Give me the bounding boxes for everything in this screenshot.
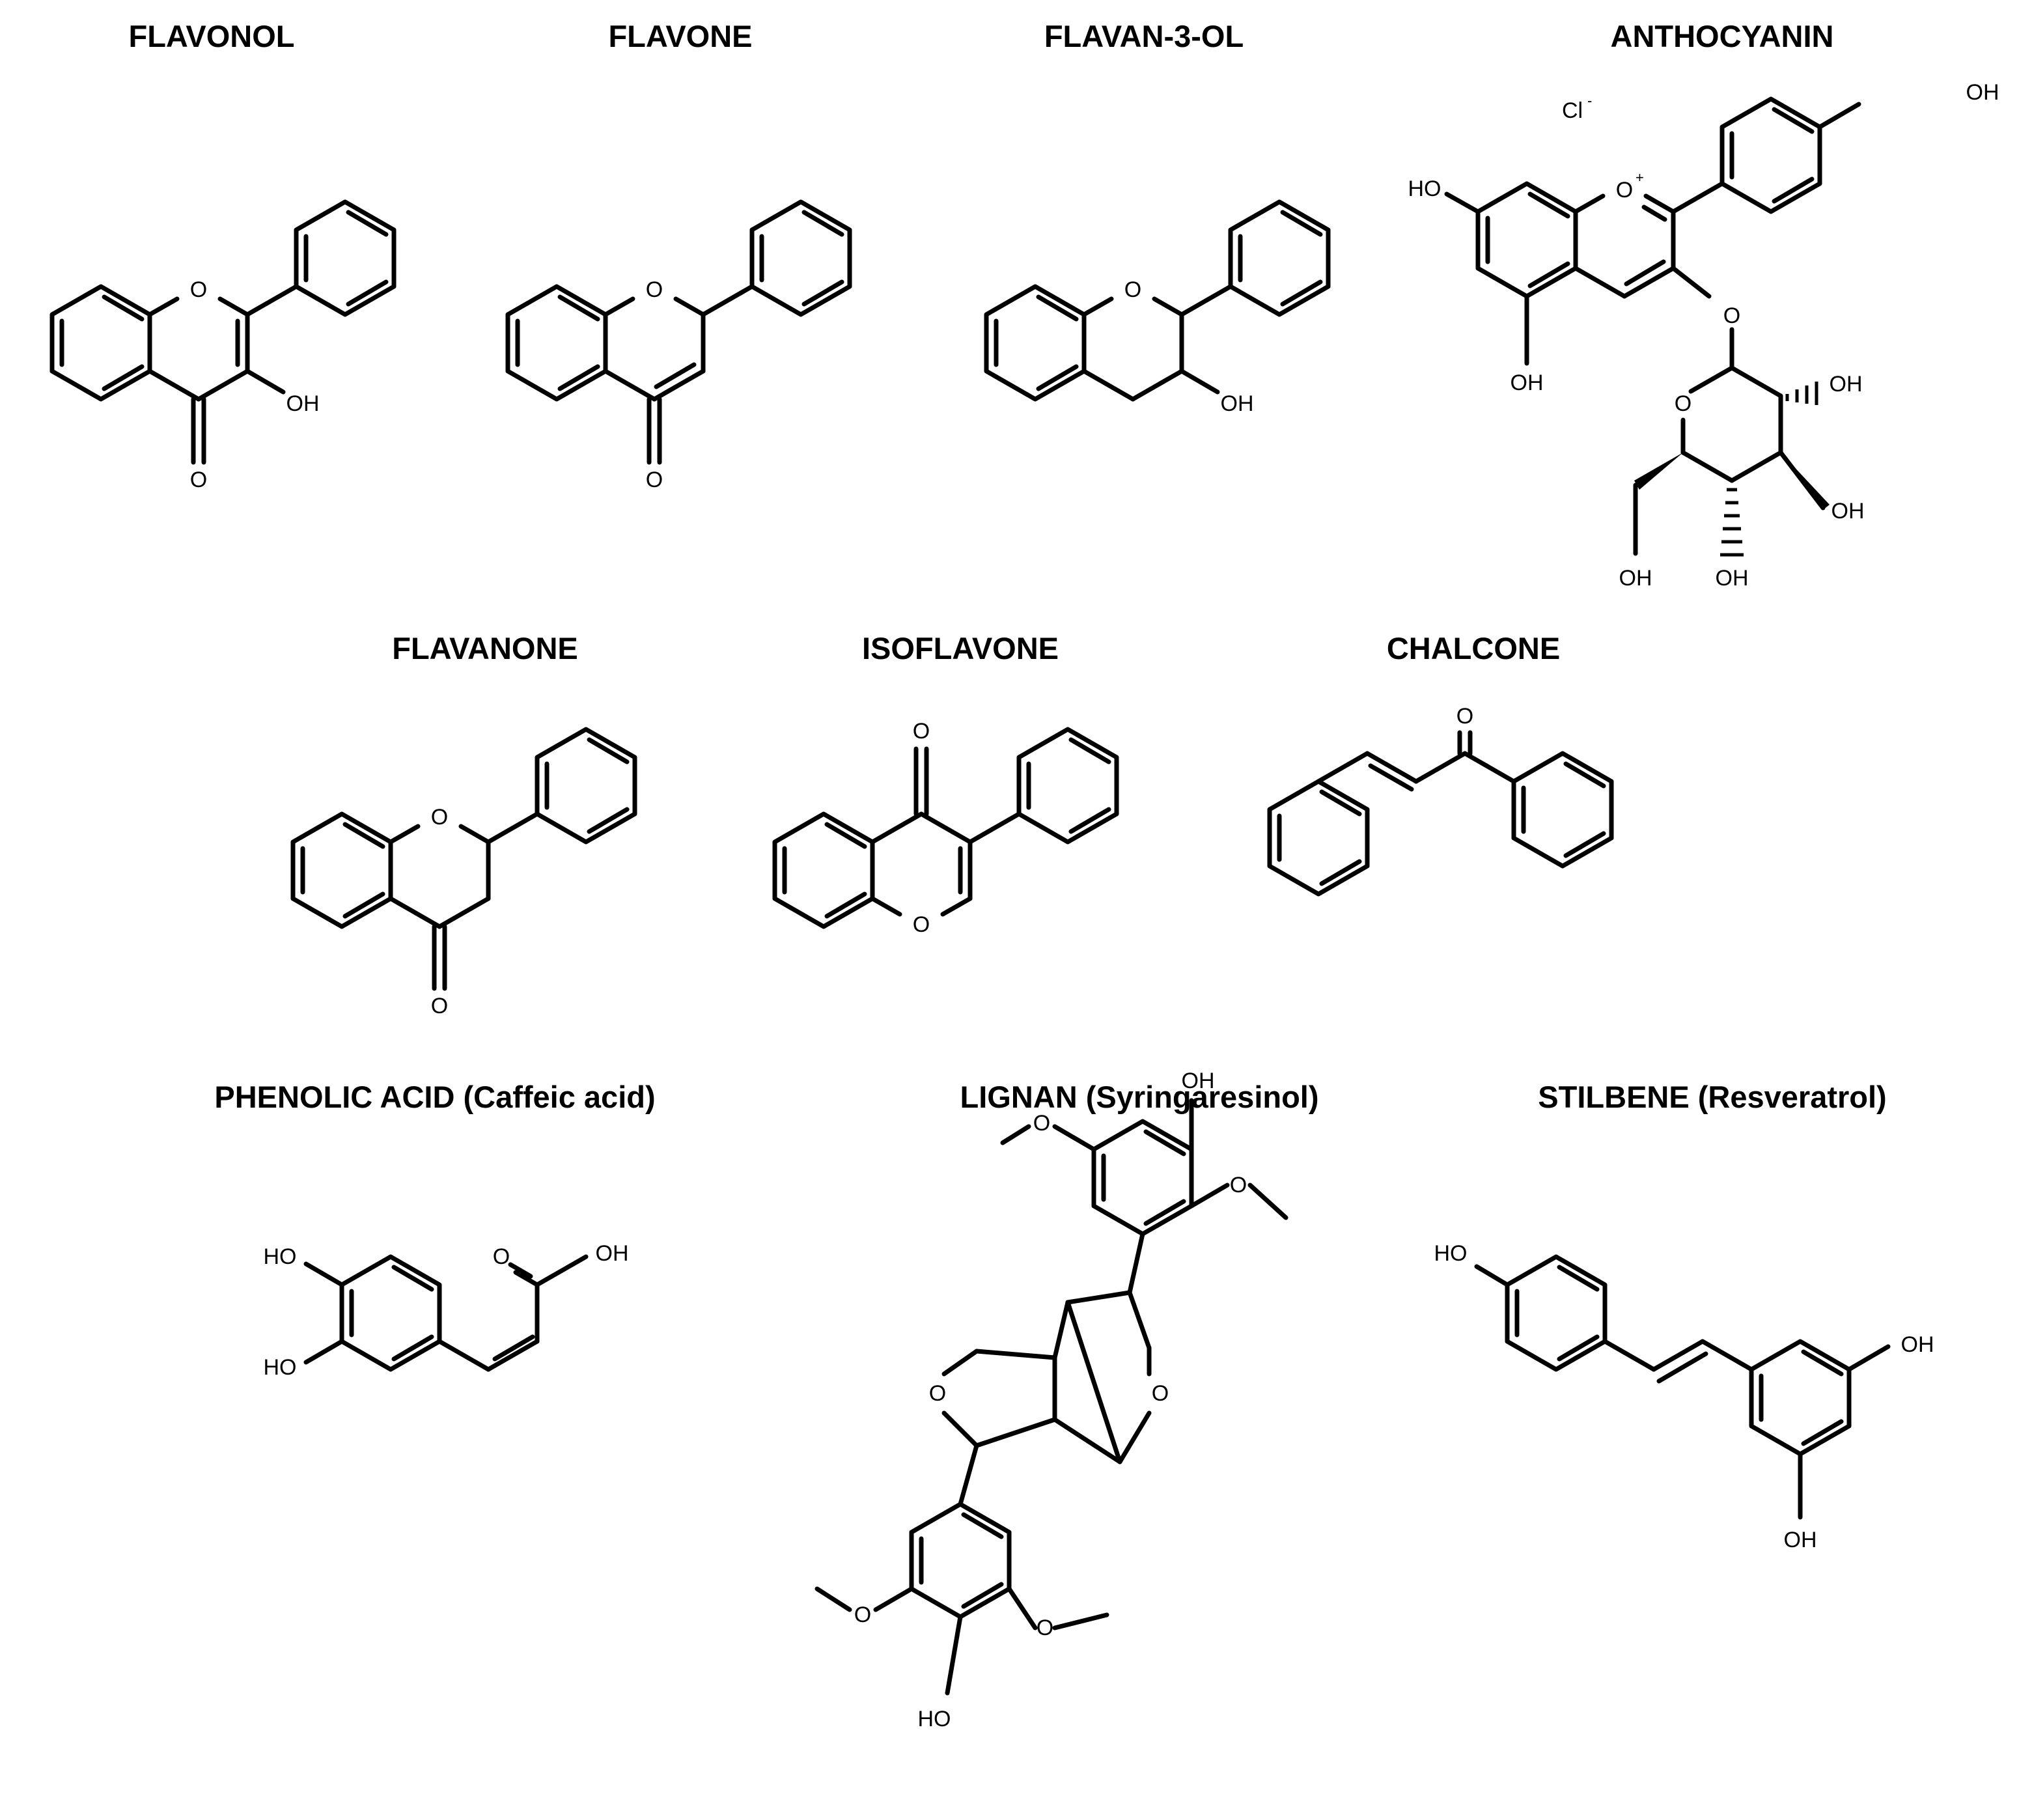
title-lignan: LIGNAN (Syringaresinol) — [960, 1080, 1319, 1114]
oxygen-label: O — [1230, 1173, 1247, 1197]
hydroxyl-label: OH — [286, 391, 320, 416]
structure-anthocyanin: O + Cl - HO OH OH O O OH OH OH OH — [1408, 80, 1999, 591]
oxygen-label: O — [493, 1244, 510, 1269]
hydroxyl-label: HO — [1434, 1241, 1468, 1266]
structure-flavan-3-ol: O OH — [984, 199, 1331, 416]
oxygen-label: O — [1033, 1111, 1050, 1136]
title-flavanone: FLAVANONE — [392, 631, 578, 665]
structure-flavone: O O — [505, 199, 852, 492]
oxygen-label: O — [929, 1381, 946, 1406]
oxygen-label: O — [190, 468, 207, 492]
structure-chalcone: O — [1267, 704, 1614, 897]
title-flavone: FLAVONE — [608, 19, 753, 53]
hydroxyl-label: OH — [1619, 566, 1652, 591]
structure-flavonol: O O OH — [49, 199, 397, 492]
oxygen-label: O — [854, 1603, 871, 1627]
hashed-bond — [1785, 382, 1818, 405]
structure-syringaresinol: OH O O O O O O HO — [815, 1069, 1288, 1731]
oxygen-label: O — [190, 277, 207, 302]
title-flavan-3-ol: FLAVAN-3-OL — [1044, 19, 1244, 53]
oxygen-label: O — [431, 805, 448, 830]
hydroxyl-label: HO — [918, 1707, 951, 1731]
hydroxyl-label: OH — [1511, 371, 1544, 395]
oxygen-label: O — [1723, 303, 1740, 328]
hydroxyl-label: OH — [1182, 1069, 1215, 1093]
hashed-bond — [1720, 488, 1744, 557]
title-isoflavone: ISOFLAVONE — [861, 631, 1059, 665]
hydroxyl-label: OH — [1901, 1332, 1934, 1357]
oxygen-label: O — [913, 912, 930, 937]
oxygen-label: O — [1124, 277, 1141, 302]
structure-resveratrol: HO OH OH — [1434, 1241, 1934, 1552]
structure-caffeic-acid: HO HO O OH — [264, 1241, 629, 1380]
oxygen-label: O — [431, 994, 448, 1018]
chloride-label: Cl — [1562, 98, 1583, 123]
oxygen-label: O — [646, 277, 663, 302]
hydroxyl-label: OH — [1784, 1528, 1817, 1552]
oxygen-label: O — [1037, 1616, 1053, 1640]
hydroxyl-label: HO — [264, 1355, 297, 1380]
hydroxyl-label: HO — [264, 1244, 297, 1269]
hydroxyl-label: OH — [1831, 499, 1865, 524]
oxygen-label: O — [646, 468, 663, 492]
structure-isoflavone: O O — [772, 719, 1119, 937]
oxygen-label: O — [1456, 704, 1473, 729]
hydroxyl-label: HO — [1408, 176, 1441, 201]
title-phenolic-acid: PHENOLIC ACID (Caffeic acid) — [214, 1080, 656, 1114]
oxygen-label: O — [1675, 391, 1692, 416]
structure-flavanone: O O — [290, 727, 637, 1018]
negative-charge: - — [1587, 92, 1592, 109]
title-chalcone: CHALCONE — [1386, 631, 1561, 665]
hydroxyl-label: OH — [1830, 372, 1863, 397]
hydroxyl-label: OH — [1716, 566, 1749, 591]
title-stilbene: STILBENE (Resveratrol) — [1538, 1080, 1887, 1114]
title-flavonol: FLAVONOL — [128, 19, 295, 53]
hydroxyl-label: OH — [1221, 391, 1254, 416]
positive-charge: + — [1636, 169, 1644, 186]
title-anthocyanin: ANTHOCYANIN — [1610, 19, 1834, 53]
oxygen-label: O — [1152, 1381, 1169, 1406]
hydroxyl-label: OH — [596, 1241, 629, 1266]
oxonium-label: O — [1616, 178, 1633, 203]
oxygen-label: O — [913, 719, 930, 744]
hydroxyl-label: OH — [1966, 80, 1999, 105]
